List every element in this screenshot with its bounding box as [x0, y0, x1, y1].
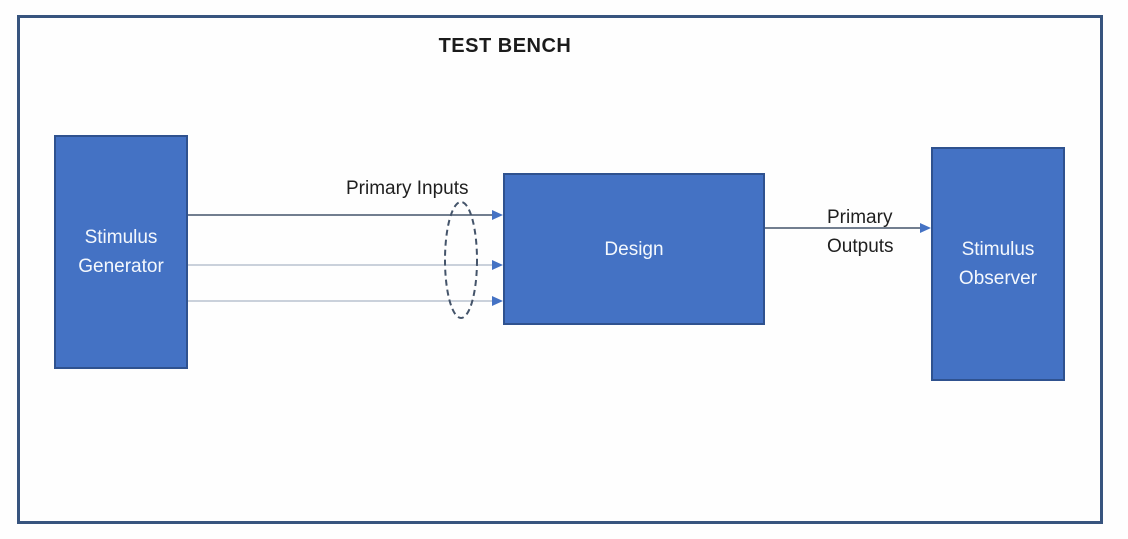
primary-outputs-label-line2: Outputs [827, 236, 894, 257]
block-stimulus-generator: Stimulus Generator [54, 135, 188, 369]
primary-inputs-label: Primary Inputs [346, 178, 469, 199]
block-design-label: Design [604, 238, 664, 260]
diagram-border [17, 15, 1103, 524]
block-stimulus-generator-line2: Generator [78, 256, 164, 277]
primary-outputs-label-line1: Primary [827, 207, 893, 228]
primary-outputs-label: Primary Outputs [827, 203, 894, 261]
block-stimulus-generator-line1: Stimulus [84, 227, 158, 248]
diagram-title: TEST BENCH [438, 35, 572, 57]
block-stimulus-observer: Stimulus Observer [931, 147, 1065, 381]
block-stimulus-observer-line1: Stimulus [961, 239, 1035, 260]
block-design: Design [503, 173, 765, 325]
block-stimulus-observer-line2: Observer [958, 268, 1038, 289]
